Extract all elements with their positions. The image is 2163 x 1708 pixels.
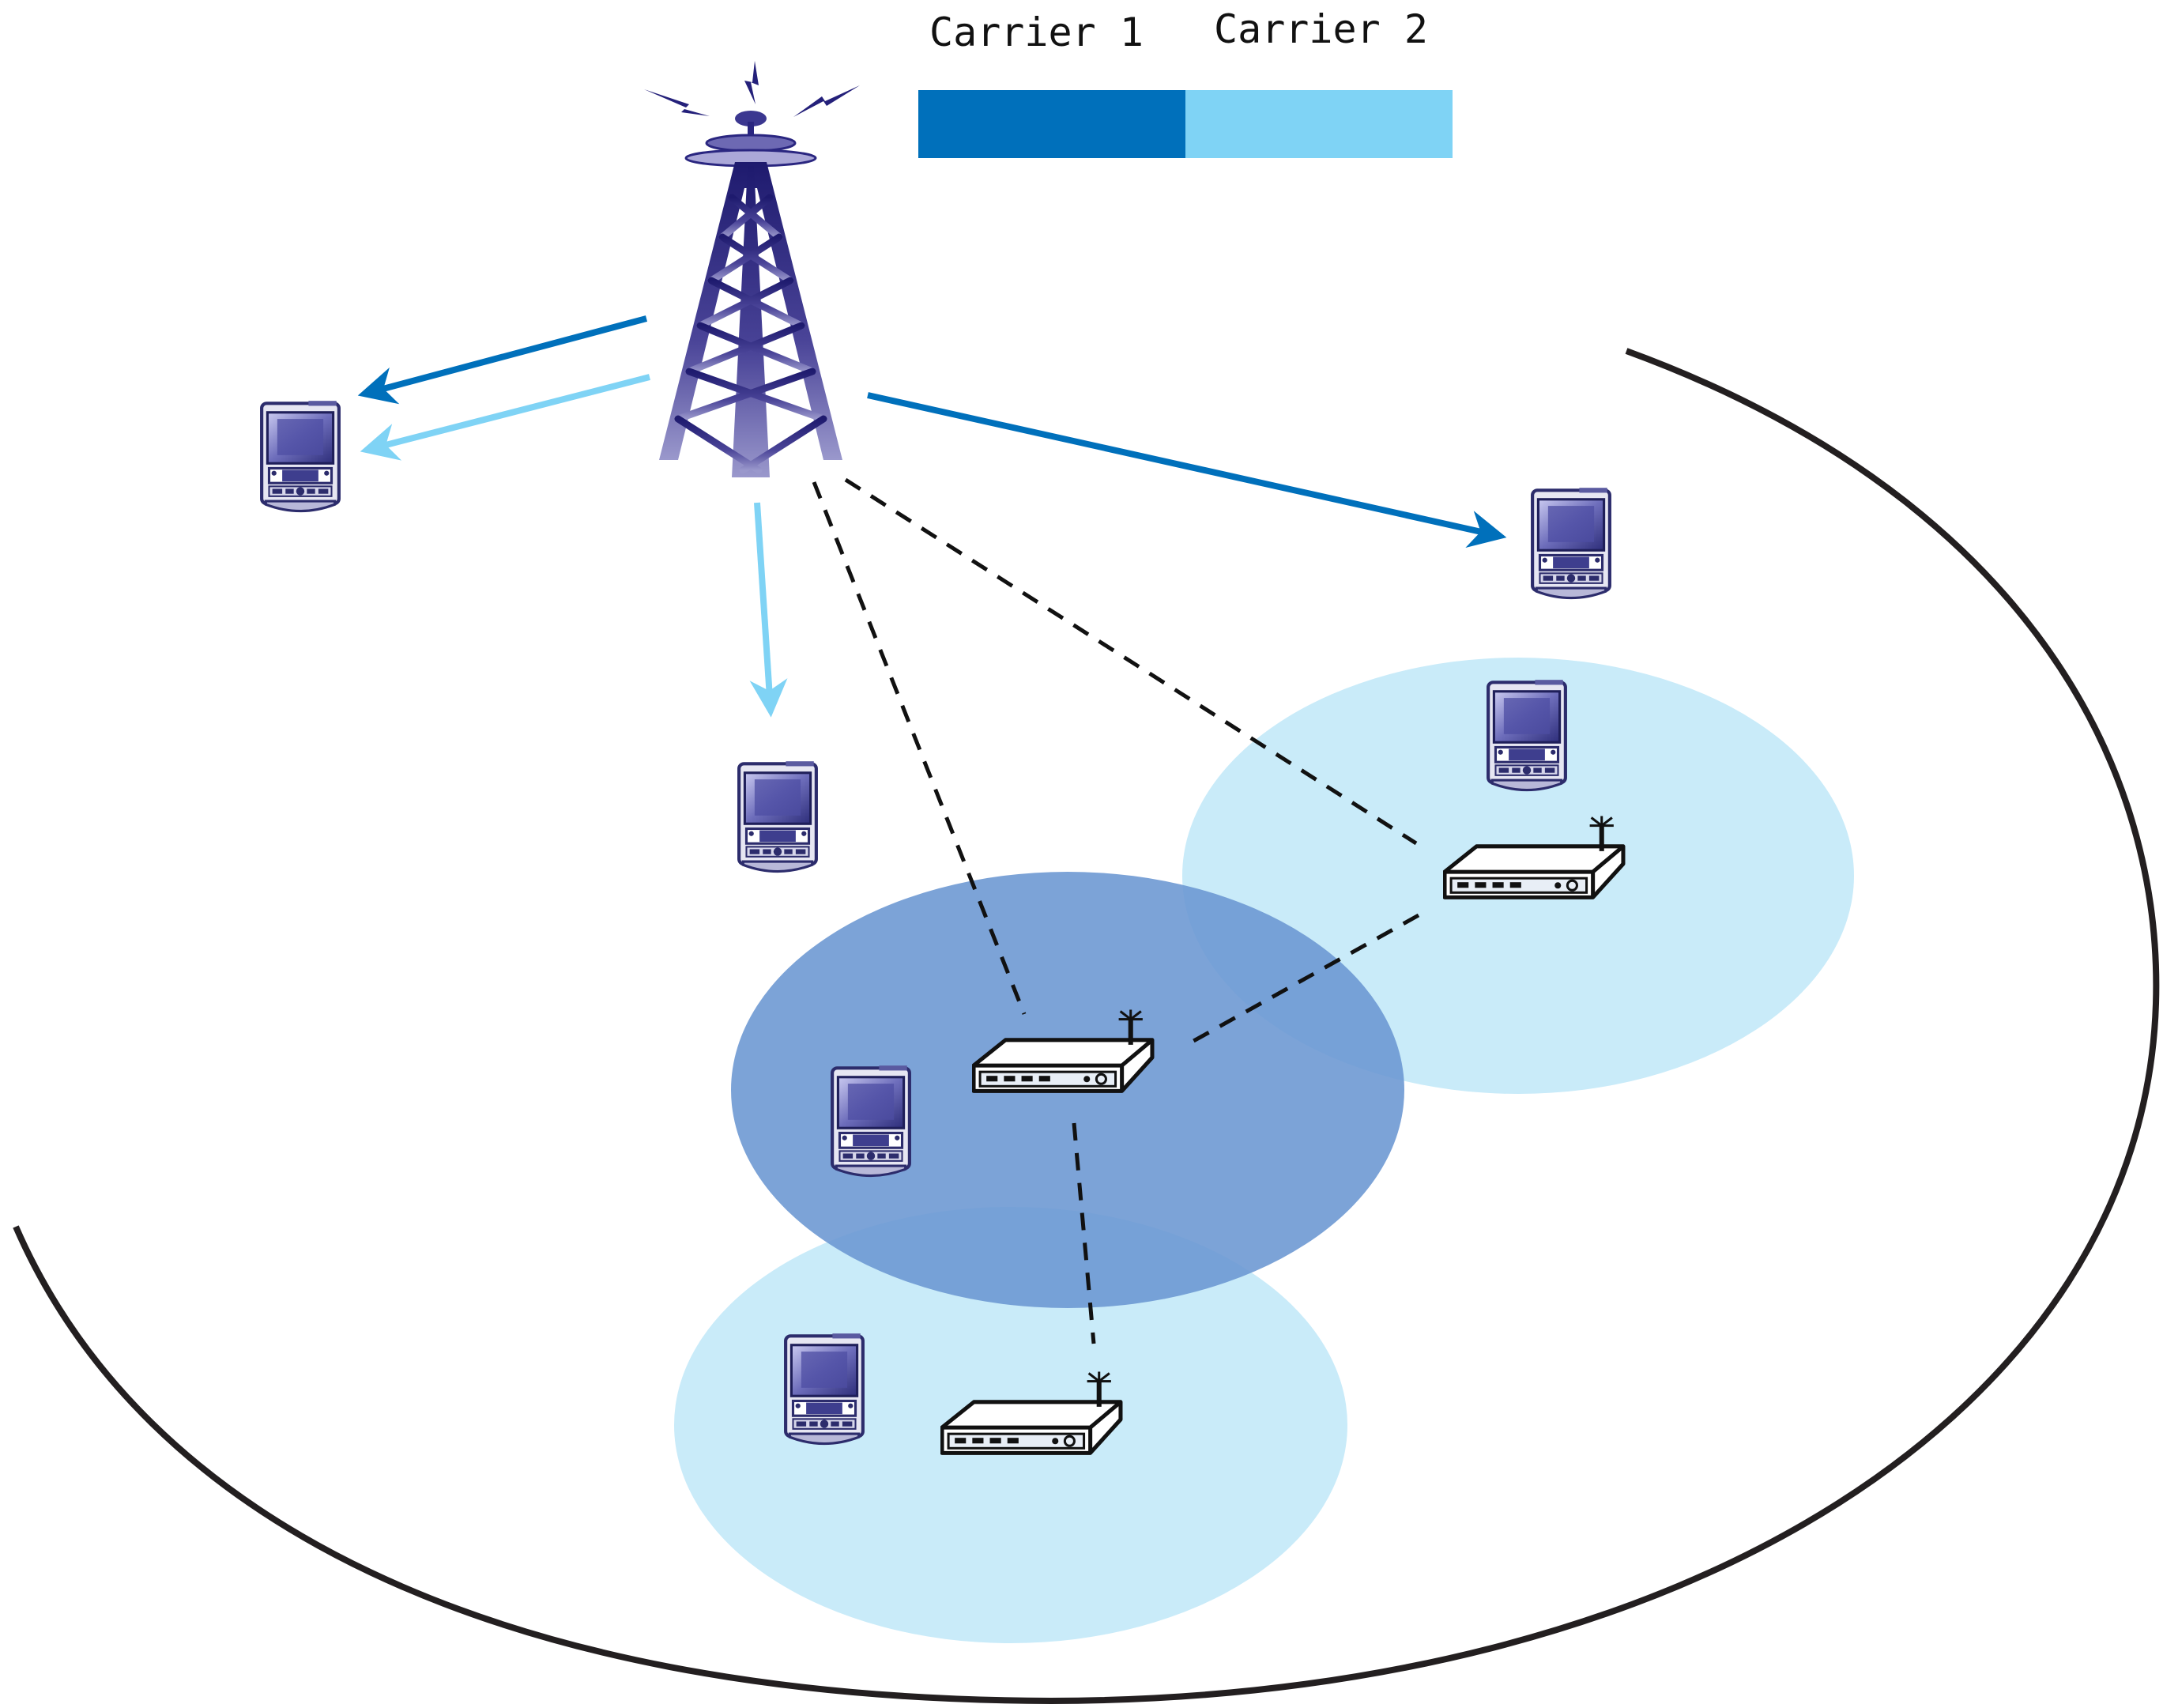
- carrier2-arrow-to-center-device: [749, 502, 788, 718]
- legend-carrier1-swatch: [918, 90, 1185, 158]
- legend-carrier2-swatch: [1185, 90, 1453, 158]
- pda-icon: [1488, 680, 1566, 790]
- pda-icon: [786, 1333, 863, 1443]
- backhaul-link-tower-to-center-ap: [812, 481, 1027, 1015]
- carrier1-arrow-to-left-device: [357, 315, 648, 405]
- carrier1-arrow-to-right-device: [867, 392, 1507, 549]
- backhaul-link-center-ap-to-bottom-ap: [1072, 1122, 1096, 1344]
- pda-icon: [739, 761, 816, 871]
- pda-icon: [832, 1065, 910, 1175]
- backhaul-link-tower-to-right-ap: [844, 477, 1418, 846]
- tower-icon: [644, 61, 860, 477]
- backhaul-link-right-ap-to-center-ap: [1188, 913, 1420, 1046]
- pda-icon: [262, 401, 339, 511]
- macro-cell-boundary: [13, 348, 2160, 1705]
- carrier2-arrow-to-left-device: [360, 374, 650, 461]
- legend-carrier2-label: Carrier 2: [1214, 6, 1428, 52]
- pda-icon: [1532, 488, 1610, 598]
- legend-carrier1-label: Carrier 1: [929, 9, 1144, 55]
